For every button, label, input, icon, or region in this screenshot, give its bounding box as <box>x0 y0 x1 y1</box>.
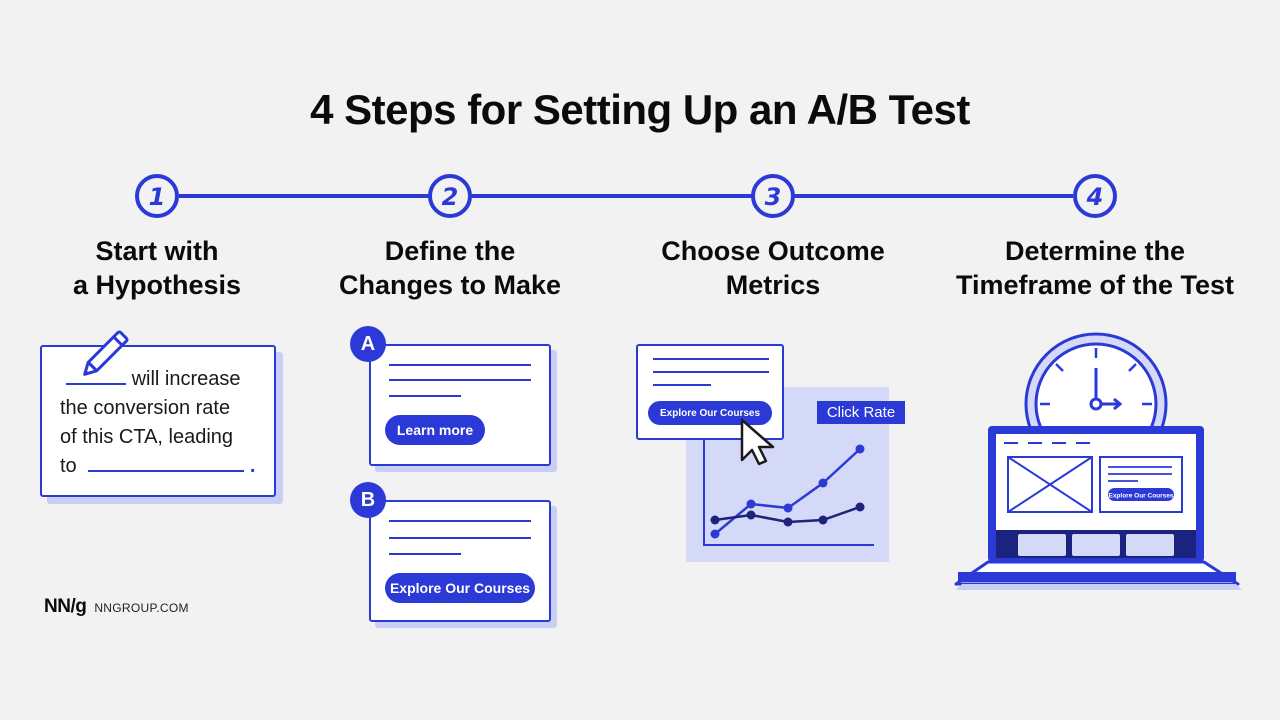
page-title: 4 Steps for Setting Up an A/B Test <box>310 86 970 133</box>
learn-more-button[interactable]: Learn more <box>385 415 485 445</box>
text-line <box>389 553 461 555</box>
text-line <box>389 537 531 539</box>
series-point <box>783 503 793 513</box>
laptop-icon: Explore Our Courses <box>954 426 1242 590</box>
brand-logo: NN/g <box>44 596 87 617</box>
series-point <box>783 517 793 527</box>
series-point <box>710 515 720 525</box>
step-number-4: 4 <box>1086 183 1104 211</box>
text-line <box>389 520 531 522</box>
metrics-chart <box>703 427 874 546</box>
series-point <box>710 529 720 539</box>
hypothesis-card: will increase the conversion rate of thi… <box>40 345 276 497</box>
step-number-1: 1 <box>149 183 166 211</box>
step-title-2: Define the Changes to Make <box>338 236 562 300</box>
variant-a-card: Learn more <box>369 344 551 466</box>
brand-url[interactable]: NNGROUP.COM <box>94 601 189 615</box>
variant-a-badge: A <box>350 326 386 362</box>
text-line <box>653 358 769 360</box>
series-point <box>818 515 828 525</box>
step-title-3: Choose Outcome Metrics <box>661 236 885 300</box>
brand: NN/g NNGROUP.COM <box>44 596 189 618</box>
timeframe-illustration: Explore Our Courses <box>954 332 1242 590</box>
text-line <box>653 384 711 386</box>
series-point <box>818 478 828 488</box>
cta-card: Explore Our Courses <box>636 344 784 440</box>
step-number-2: 2 <box>442 183 459 211</box>
hypothesis-blank-1 <box>66 367 126 385</box>
hypothesis-blank-2 <box>88 454 245 472</box>
laptop-cta-text: Explore Our Courses <box>1108 493 1173 500</box>
series-point <box>746 510 756 520</box>
explore-courses-button[interactable]: Explore Our Courses <box>385 573 535 603</box>
text-line <box>389 395 461 397</box>
text-line <box>389 364 531 366</box>
hypothesis-text: will increase the conversion rate of thi… <box>60 367 256 477</box>
pencil-icon <box>83 330 129 376</box>
cursor-icon <box>740 418 775 466</box>
variant-b-badge: B <box>350 482 386 518</box>
chart-axes <box>703 427 874 546</box>
step-title-4: Determine the Timeframe of the Test <box>955 236 1235 300</box>
series-point <box>855 444 865 454</box>
step-title-1: Start with a Hypothesis <box>72 236 242 300</box>
step-number-3: 3 <box>765 183 782 211</box>
series-point <box>746 499 756 509</box>
text-line <box>389 379 531 381</box>
step-circle-3: 3 <box>751 174 795 218</box>
variant-b-card: Explore Our Courses <box>369 500 551 622</box>
explore-courses-cta[interactable]: Explore Our Courses <box>648 401 772 425</box>
series-point <box>855 502 865 512</box>
text-line <box>653 371 769 373</box>
step-circle-1: 1 <box>135 174 179 218</box>
step-circle-4: 4 <box>1073 174 1117 218</box>
click-rate-label: Click Rate <box>817 401 905 424</box>
step-circle-2: 2 <box>428 174 472 218</box>
